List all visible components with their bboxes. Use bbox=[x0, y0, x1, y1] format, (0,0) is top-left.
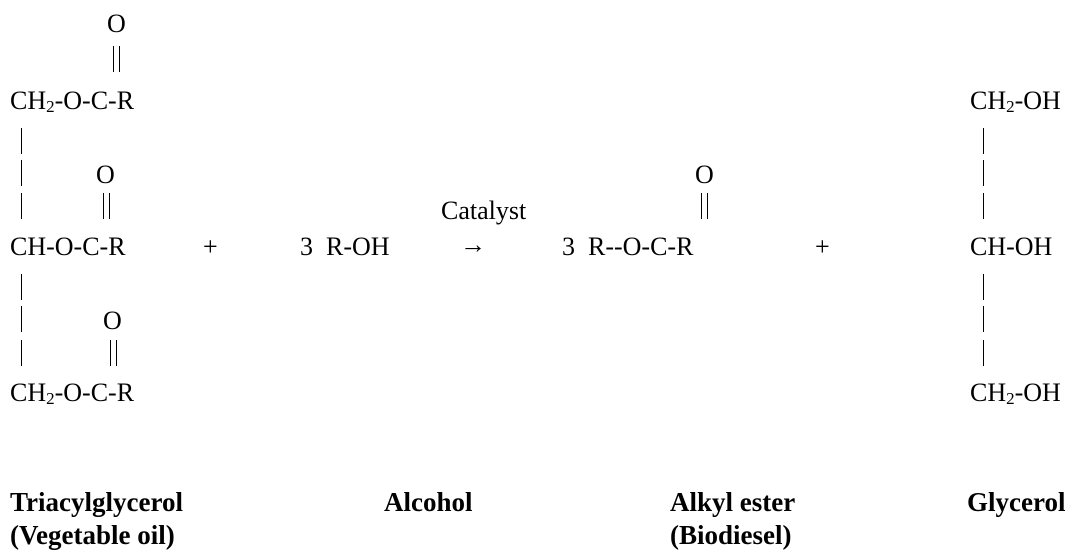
carbonyl-double-bond-2 bbox=[103, 193, 110, 219]
glycerol-row-middle: CH-OH bbox=[970, 232, 1053, 261]
triglyceride-row-3: CH2-O-C-R bbox=[10, 378, 135, 408]
reaction-arrow: → bbox=[460, 230, 486, 259]
backbone-bond bbox=[21, 340, 22, 366]
label-glycerol: Glycerol bbox=[967, 487, 1066, 517]
backbone-bond bbox=[21, 128, 22, 154]
glycerol-bond bbox=[983, 306, 984, 332]
label-biodiesel: (Biodiesel) bbox=[670, 520, 792, 550]
backbone-bond bbox=[21, 274, 22, 300]
glycerol-bond bbox=[983, 193, 984, 219]
triglyceride-row-1: CH2-O-C-R bbox=[10, 86, 135, 116]
ester-formula: 3 R--O-C-R bbox=[562, 232, 694, 261]
plus-sign-2: + bbox=[815, 232, 830, 261]
label-alkyl-ester: Alkyl ester bbox=[670, 487, 796, 517]
catalyst-label: Catalyst bbox=[441, 196, 527, 225]
backbone-bond bbox=[21, 306, 22, 332]
ester-carbonyl-oxygen: O bbox=[695, 160, 714, 189]
glycerol-bond bbox=[983, 160, 984, 186]
backbone-bond bbox=[21, 193, 22, 219]
plus-sign-1: + bbox=[203, 232, 218, 261]
label-triacylglycerol: Triacylglycerol bbox=[10, 487, 183, 517]
carbonyl-double-bond-1 bbox=[113, 46, 120, 72]
carbonyl-double-bond-3 bbox=[110, 340, 117, 366]
glycerol-row-bottom: CH2-OH bbox=[970, 378, 1061, 408]
glycerol-bond bbox=[983, 340, 984, 366]
carbonyl-oxygen-2: O bbox=[96, 160, 115, 189]
label-alcohol: Alcohol bbox=[384, 487, 473, 517]
backbone-bond bbox=[21, 160, 22, 186]
carbonyl-oxygen-3: O bbox=[103, 306, 122, 335]
triglyceride-row-2: CH-O-C-R bbox=[10, 232, 126, 261]
glycerol-row-top: CH2-OH bbox=[970, 86, 1061, 116]
ester-double-bond bbox=[701, 193, 708, 219]
carbonyl-oxygen-1: O bbox=[107, 9, 126, 38]
glycerol-bond bbox=[983, 274, 984, 300]
alcohol-formula: 3 R-OH bbox=[300, 232, 390, 261]
label-vegetable-oil: (Vegetable oil) bbox=[10, 520, 175, 550]
glycerol-bond bbox=[983, 128, 984, 154]
